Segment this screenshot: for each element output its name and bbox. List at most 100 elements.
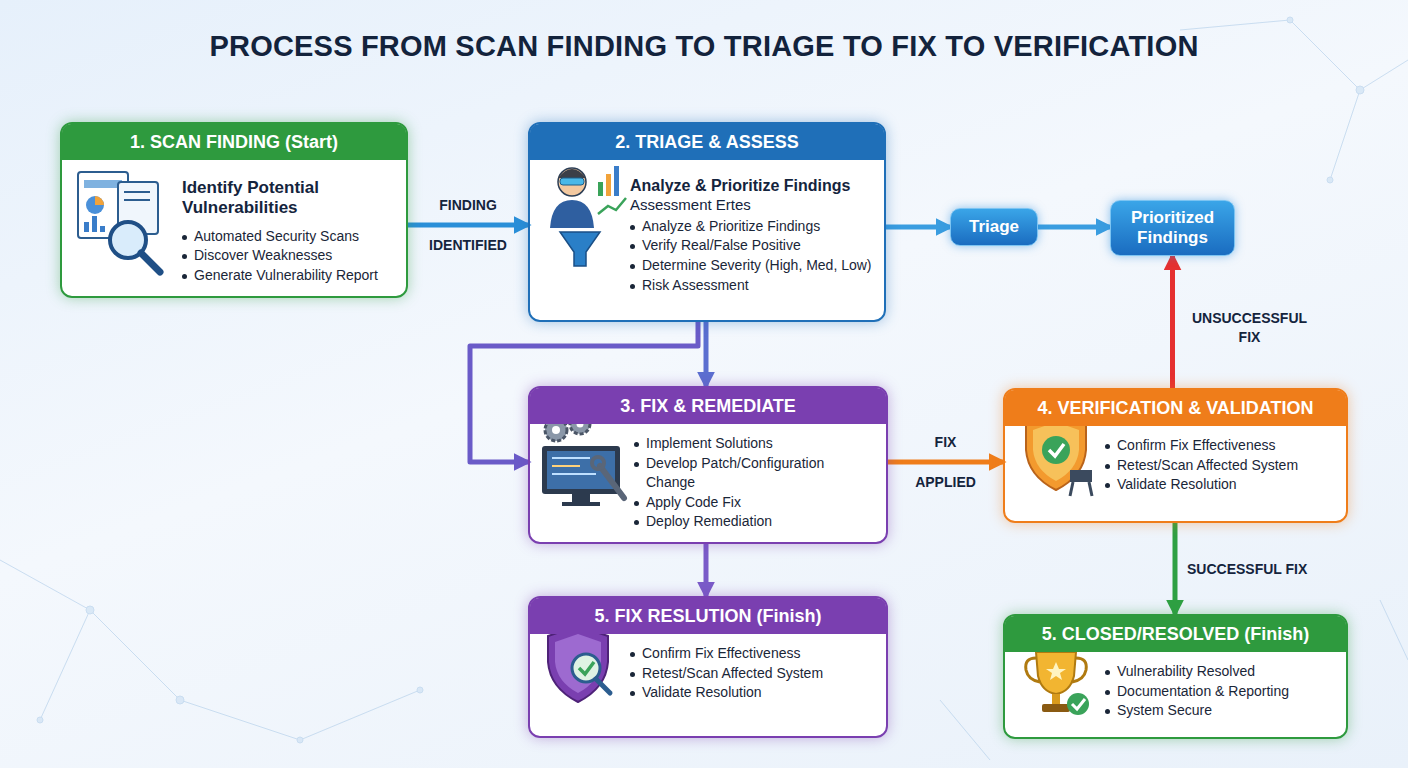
card-heading: 3. FIX & REMEDIATE bbox=[530, 388, 886, 424]
bullet-dot bbox=[634, 520, 639, 525]
pill-label: Prioritized Findings bbox=[1119, 208, 1226, 249]
icons bbox=[78, 166, 1092, 715]
bullet-text: Determine Severity (High, Med, Low) bbox=[642, 256, 872, 276]
bullet-row: Automated Security Scans bbox=[182, 227, 396, 247]
edge-label: SUCCESSFUL FIX bbox=[1187, 561, 1307, 577]
bullet-text: Implement Solutions bbox=[646, 434, 773, 454]
process-card: 5. CLOSED/RESOLVED (Finish)Vulnerability… bbox=[1003, 614, 1348, 739]
bullet-dot bbox=[1105, 709, 1110, 714]
flow-arrow bbox=[704, 322, 709, 386]
bullet-row: Generate Vulnerability Report bbox=[182, 266, 396, 286]
card-body: Implement SolutionsDevelop Patch/Configu… bbox=[530, 424, 886, 542]
card-heading: 5. FIX RESLUTION (Finish) bbox=[530, 598, 886, 634]
bullet-text: System Secure bbox=[1117, 701, 1212, 721]
bullet-row: Confirm Fix Effectiveness bbox=[1105, 436, 1336, 456]
bullet-row: Retest/Scan Affected System bbox=[630, 664, 876, 684]
bullet-dot bbox=[634, 462, 639, 467]
card-body: Vulnerability ResolvedDocumentation & Re… bbox=[1005, 652, 1346, 731]
process-card: 3. FIX & REMEDIATEImplement SolutionsDev… bbox=[528, 386, 888, 544]
bullet-dot bbox=[630, 672, 635, 677]
card-fill bbox=[61, 123, 407, 297]
bullet-row: Implement Solutions bbox=[634, 434, 876, 454]
diagram-title: PROCESS FROM SCAN FINDING TO TRIAGE TO F… bbox=[0, 30, 1408, 63]
card-fill bbox=[529, 387, 887, 543]
bullet-dot bbox=[182, 235, 187, 240]
bullet-dot bbox=[1105, 464, 1110, 469]
bullet-dot bbox=[1105, 483, 1110, 488]
flow-arrow bbox=[886, 225, 950, 230]
bullet-dot bbox=[630, 264, 635, 269]
bullet-row: Determine Severity (High, Med, Low) bbox=[630, 256, 874, 276]
bullet-text: Validate Resolution bbox=[642, 683, 762, 703]
flow-arrow bbox=[704, 544, 709, 596]
card-body: Confirm Fix EffectivenessRetest/Scan Aff… bbox=[1005, 426, 1346, 505]
card-fill bbox=[529, 123, 885, 321]
edge-label: UNSUCCESSFUL FIX bbox=[1185, 309, 1315, 347]
card-body: Analyze & Prioritize FindingsAssessment … bbox=[530, 160, 884, 305]
card-heading: 4. VERIFICATION & VALIDATION bbox=[1005, 390, 1346, 426]
bullet-row: Analyze & Prioritize Findings bbox=[630, 217, 874, 237]
process-card: 1. SCAN FINDING (Start)Identify Potentia… bbox=[60, 122, 408, 298]
bullet-text: Discover Weaknesses bbox=[194, 246, 332, 266]
card-heading: 1. SCAN FINDING (Start) bbox=[62, 124, 406, 160]
bullet-row: Risk Assessment bbox=[630, 276, 874, 296]
bullet-dot bbox=[630, 225, 635, 230]
card-subheading: Analyze & Prioritize Findings bbox=[630, 176, 874, 196]
step-pill: Triage bbox=[950, 208, 1038, 246]
bullet-dot bbox=[182, 274, 187, 279]
process-card: 4. VERIFICATION & VALIDATIONConfirm Fix … bbox=[1003, 388, 1348, 523]
card-fill bbox=[529, 597, 887, 737]
bullet-text: Automated Security Scans bbox=[194, 227, 359, 247]
bullet-dot bbox=[634, 501, 639, 506]
bullet-row: Vulnerability Resolved bbox=[1105, 662, 1336, 682]
bullet-dot bbox=[634, 442, 639, 447]
step-pill: Prioritized Findings bbox=[1110, 200, 1235, 256]
bullet-dot bbox=[1105, 670, 1110, 675]
bullet-row: System Secure bbox=[1105, 701, 1336, 721]
flow-arrow bbox=[1173, 523, 1178, 614]
bullet-row: Validate Resolution bbox=[630, 683, 876, 703]
card-fill bbox=[1004, 615, 1347, 738]
bullet-text: Generate Vulnerability Report bbox=[194, 266, 378, 286]
fix-icon bbox=[542, 414, 624, 506]
card-body: Identify Potential VulnerabilitiesAutoma… bbox=[62, 160, 406, 296]
flow-arrow bbox=[408, 223, 528, 228]
bullet-row: Validate Resolution bbox=[1105, 475, 1336, 495]
bullet-dot bbox=[1105, 444, 1110, 449]
bullet-text: Validate Resolution bbox=[1117, 475, 1237, 495]
bullet-text: Confirm Fix Effectiveness bbox=[1117, 436, 1275, 456]
bullet-dot bbox=[630, 244, 635, 249]
verify-shield-icon bbox=[1026, 414, 1092, 496]
bullet-row: Develop Patch/Configuration Change bbox=[634, 454, 876, 493]
card-body: Confirm Fix EffectivenessRetest/Scan Aff… bbox=[530, 634, 886, 713]
process-card: 2. TRIAGE & ASSESSAnalyze & Prioritize F… bbox=[528, 122, 886, 322]
flow-arrow bbox=[888, 460, 1003, 465]
bullet-text: Deploy Remediation bbox=[646, 512, 772, 532]
bullet-row: Apply Code Fix bbox=[634, 493, 876, 513]
bullet-dot bbox=[630, 691, 635, 696]
pill-label: Triage bbox=[969, 217, 1019, 237]
card-heading: 2. TRIAGE & ASSESS bbox=[530, 124, 884, 160]
bullet-dot bbox=[630, 652, 635, 657]
scan-icon bbox=[78, 172, 160, 272]
card-heading: 5. CLOSED/RESOLVED (Finish) bbox=[1005, 616, 1346, 652]
process-card: 5. FIX RESLUTION (Finish)Confirm Fix Eff… bbox=[528, 596, 888, 738]
resolution-shield-icon bbox=[548, 626, 610, 702]
bullet-dot bbox=[182, 254, 187, 259]
bullet-row: Deploy Remediation bbox=[634, 512, 876, 532]
bullet-text: Retest/Scan Affected System bbox=[1117, 456, 1298, 476]
bullet-row: Confirm Fix Effectiveness bbox=[630, 644, 876, 664]
bullet-text: Analyze & Prioritize Findings bbox=[642, 217, 820, 237]
bullet-row: Discover Weaknesses bbox=[182, 246, 396, 266]
card-subheading: Identify Potential Vulnerabilities bbox=[182, 178, 396, 219]
card-fill bbox=[1004, 389, 1347, 522]
flow-arrow bbox=[1170, 256, 1175, 388]
bullet-dot bbox=[1105, 690, 1110, 695]
bullet-row: Verify Real/False Positive bbox=[630, 236, 874, 256]
network-decoration bbox=[0, 17, 1408, 760]
bullet-text: Vulnerability Resolved bbox=[1117, 662, 1255, 682]
bullet-row: Retest/Scan Affected System bbox=[1105, 456, 1336, 476]
bullet-dot bbox=[630, 284, 635, 289]
